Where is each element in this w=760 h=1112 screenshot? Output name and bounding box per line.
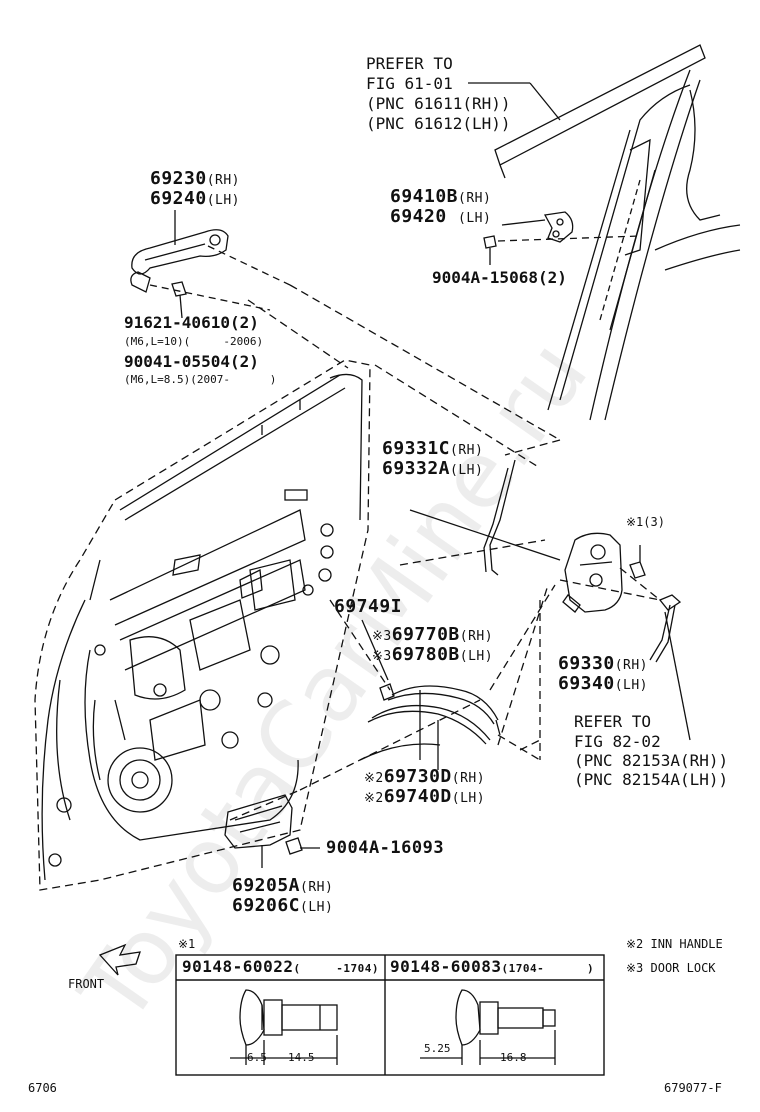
front-label: FRONT xyxy=(68,977,105,991)
bolt-90041-note: (M6,L=8.5)(2007- ) xyxy=(124,373,277,386)
striker-rh: 69410B(RH) xyxy=(390,186,492,207)
front-arrow-icon xyxy=(98,943,141,976)
dim-14-5: 14.5 xyxy=(288,1051,315,1064)
clip-90148-60083-drawing xyxy=(420,989,556,1065)
dim-16-8: 16.8 xyxy=(500,1051,527,1064)
outer-handle-lh: 69240(LH) xyxy=(150,188,240,209)
legend-inn-handle: ※2 INN HANDLE xyxy=(626,937,723,951)
table-mark: ※1 xyxy=(178,937,196,951)
refer-lock-line1: REFER TO xyxy=(574,712,652,731)
outer-handle-rh: 69230(RH) xyxy=(150,168,240,189)
guide-lines xyxy=(229,284,661,821)
figure-id: 679077-F xyxy=(664,1081,722,1095)
refer-lock-line3: (PNC 82153A(RH)) xyxy=(574,751,729,770)
table-col2-header: 90148-60083(1704- ) xyxy=(390,957,595,976)
inn-cable-rh: ※269730D(RH) xyxy=(364,766,486,787)
screw-9004a-16093: 9004A-16093 xyxy=(326,838,445,858)
lock-assy-lh: 69340(LH) xyxy=(558,673,648,694)
dim-5-25: 5.25 xyxy=(424,1042,451,1055)
lock-cable-rh: ※369770B(RH) xyxy=(372,624,494,645)
refer-lock-line2: FIG 82-02 xyxy=(574,732,661,751)
door-inner-panel xyxy=(34,359,371,891)
bolt-91621-40610: 91621-40610(2) xyxy=(124,313,259,332)
lock-rod-drawing xyxy=(409,459,561,576)
dim-6-5: 6.5 xyxy=(247,1051,267,1064)
clip-drawing xyxy=(361,619,395,701)
legend-door-lock: ※3 DOOR LOCK xyxy=(626,961,716,975)
cables-drawing xyxy=(359,685,501,770)
clip-69749i: 69749I xyxy=(334,596,403,617)
rod-rh: 69331C(RH) xyxy=(382,438,484,459)
lock-assy-rh: 69330(RH) xyxy=(558,653,648,674)
refer-top-line1: PREFER TO xyxy=(366,54,453,73)
body-pillar xyxy=(494,44,741,421)
bolt-90041-05504: 90041-05504(2) xyxy=(124,352,259,371)
fastener-table xyxy=(175,954,605,1076)
refer-top-line4: (PNC 61612(LH)) xyxy=(366,114,511,133)
screw-9004a-15068: 9004A-15068(2) xyxy=(432,268,567,287)
lock-cable-lh: ※369780B(LH) xyxy=(372,644,494,665)
inn-cable-lh: ※269740D(LH) xyxy=(364,786,486,807)
striker-drawing xyxy=(483,211,641,265)
refer-top-line3: (PNC 61611(RH)) xyxy=(366,94,511,113)
door-lock-drawing xyxy=(562,532,691,741)
bolt-91621-note: (M6,L=10)( -2006) xyxy=(124,335,264,348)
outer-handle-drawing xyxy=(130,210,229,319)
table-col1-header: 90148-60022( -1704) xyxy=(182,957,379,976)
rod-lh: 69332A(LH) xyxy=(382,458,484,479)
striker-lh: 69420 (LH) xyxy=(390,206,492,227)
inner-handle-rh: 69205A(RH) xyxy=(232,875,334,896)
page-number: 6706 xyxy=(28,1081,57,1095)
refer-lock-line4: (PNC 82154A(LH)) xyxy=(574,770,729,789)
lock-screw-note: ※1(3) xyxy=(626,515,665,529)
door-inner-details xyxy=(41,373,363,881)
inner-handle-lh: 69206C(LH) xyxy=(232,895,334,916)
refer-top-line2: FIG 61-01 xyxy=(366,74,453,93)
clip-90148-60022-drawing xyxy=(230,989,338,1065)
inner-handle-drawing xyxy=(224,794,320,868)
